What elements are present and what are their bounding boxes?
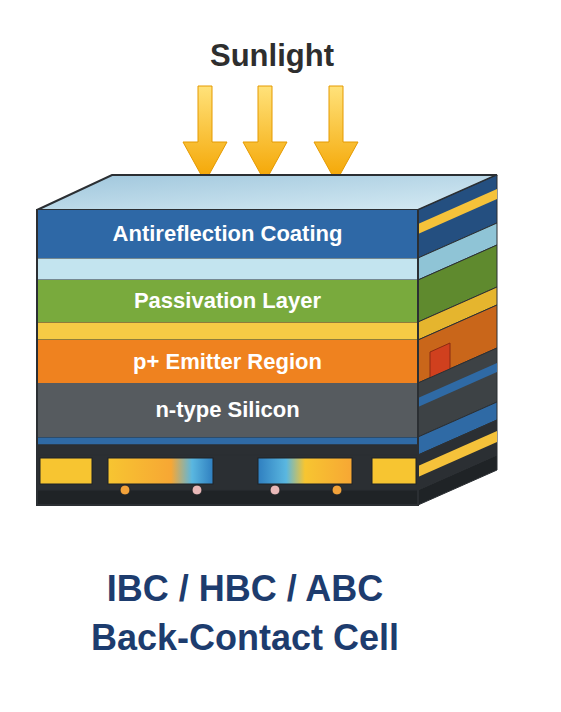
layer-band: n-type Silicon — [37, 383, 418, 437]
layer-band: p+ Emitter Region — [37, 340, 418, 383]
layer-band: Antireflection Coating — [37, 210, 418, 258]
layer-band: Passivation Layer — [37, 280, 418, 322]
layer-name: n-type Silicon — [155, 397, 299, 423]
front-outline — [37, 210, 418, 505]
sunlight-label: Sunlight — [210, 38, 334, 74]
front-strips — [37, 258, 418, 505]
side-face — [418, 175, 497, 505]
top-face — [37, 175, 497, 210]
back-contacts — [40, 458, 416, 495]
layer-name: Passivation Layer — [134, 288, 321, 314]
sunlight-arrows — [183, 86, 358, 182]
caption: IBC / HBC / ABC Back-Contact Cell — [55, 565, 435, 662]
layer-name: Antireflection Coating — [113, 221, 343, 247]
layer-name: p+ Emitter Region — [133, 349, 322, 375]
